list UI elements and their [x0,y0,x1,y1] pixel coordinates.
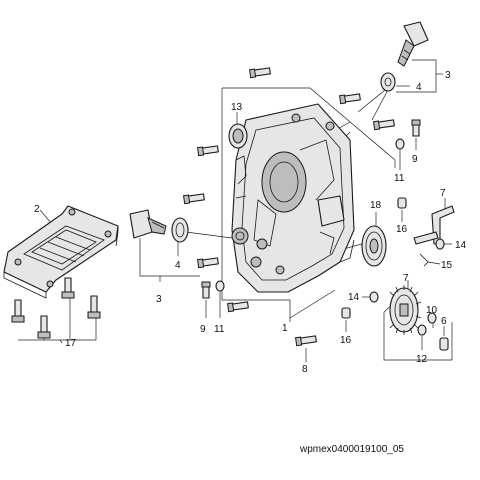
callout-7-lower: 7 [403,273,409,284]
callout-4-left: 4 [175,260,181,271]
bolt-group-part-17 [11,277,101,339]
callout-4-right: 4 [416,82,422,93]
bearing-part-18 [361,225,387,267]
callout-12: 12 [416,354,428,365]
callout-2: 2 [34,204,40,215]
oil-seal-part-13 [228,123,248,149]
callout-16-lower: 16 [340,335,352,346]
callout-10: 10 [426,305,438,316]
callout-6: 6 [441,316,447,327]
callout-18: 18 [370,200,382,211]
callout-1: 1 [282,323,288,334]
callout-13: 13 [231,102,243,113]
callout-16-upper: 16 [396,224,408,235]
cover-plate-part-2 [3,205,119,299]
small-parts-6-10-12 [417,312,449,351]
oil-plug-part-3-right [397,21,429,67]
callout-14-upper: 14 [455,240,467,251]
callout-7-upper: 7 [440,188,446,199]
seal-ring-part-4-left [171,217,189,243]
callout-11-left: 11 [214,324,225,335]
dowel-pin-part-16 [341,197,407,319]
governor-gear-part-7 [389,285,422,335]
callout-17: 17 [65,338,77,349]
governor-arm-part-7 [413,205,455,245]
callout-8: 8 [302,364,308,375]
pin-part-15 [419,253,429,267]
callout-3-left: 3 [156,294,162,305]
callout-3-right: 3 [445,70,451,81]
callout-14-lower: 14 [348,292,360,303]
callout-labels: 1 2 3 3 4 4 6 7 7 8 9 9 10 11 11 12 13 1… [34,70,467,375]
oil-plug-part-3-left [129,209,167,239]
washer-part-4-right [380,72,396,92]
washer-part-14 [369,238,445,303]
diagram-reference-code: wpmex0400019100_05 [299,444,404,455]
callout-15: 15 [441,260,453,271]
crankcase-cover-part-1 [231,103,355,293]
callout-9-right: 9 [412,154,418,165]
callout-9-left: 9 [200,324,206,335]
bolts-on-cover [182,67,421,347]
callout-11-right: 11 [394,173,405,184]
